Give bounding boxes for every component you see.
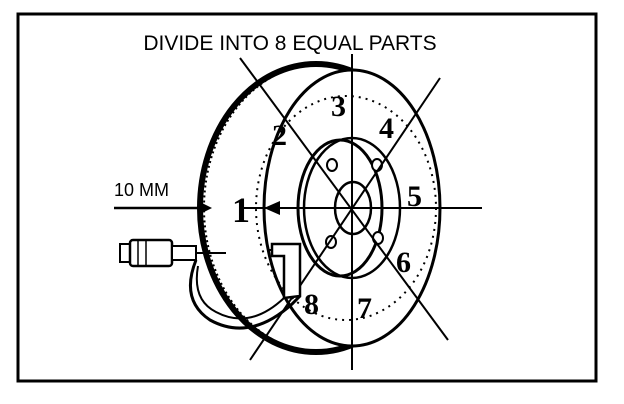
section-number-7: 7 bbox=[357, 292, 372, 325]
diagram-title: DIVIDE INTO 8 EQUAL PARTS bbox=[143, 32, 436, 55]
section-number-3: 3 bbox=[331, 90, 346, 123]
measurement-arrow bbox=[114, 201, 212, 215]
measurement-point-arrow bbox=[264, 201, 312, 215]
lug-holes bbox=[325, 158, 384, 249]
section-number-2: 2 bbox=[272, 119, 287, 152]
section-number-1: 1 bbox=[232, 190, 250, 230]
section-number-4: 4 bbox=[379, 112, 394, 145]
section-number-5: 5 bbox=[407, 180, 422, 213]
section-number-8: 8 bbox=[304, 288, 319, 321]
section-numbers: 1 2 3 4 5 6 7 8 bbox=[232, 90, 422, 325]
division-line-diagonal-a bbox=[239, 57, 449, 341]
section-number-6: 6 bbox=[396, 246, 411, 279]
micrometer bbox=[119, 238, 302, 330]
measurement-label: 10 MM bbox=[114, 180, 169, 200]
diagram-frame bbox=[16, 12, 598, 383]
